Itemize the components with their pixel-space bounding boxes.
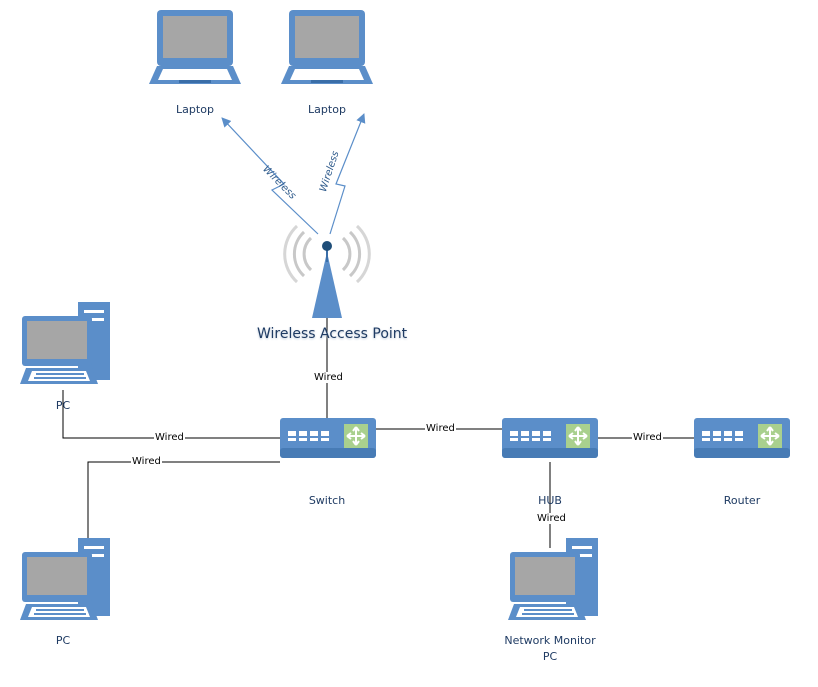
network-monitor-pc-icon: [508, 538, 598, 620]
hub-label: HUB: [538, 494, 562, 507]
wired-label-hub-router: Wired: [632, 432, 663, 443]
switch-icon: [279, 417, 377, 459]
pc-bottom-icon: [20, 538, 110, 620]
access-point-label: Wireless Access Point: [257, 326, 408, 342]
wired-label-pc-bottom: Wired: [131, 456, 162, 467]
link-pc-bottom-switch: [87, 461, 280, 540]
switch-label: Switch: [308, 494, 346, 507]
router-label: Router: [723, 494, 761, 507]
wireless-link-left: [221, 117, 319, 235]
laptop-left-label: Laptop: [176, 103, 214, 116]
network-monitor-label-line1: Network Monitor: [504, 634, 596, 647]
access-point-icon: [283, 224, 371, 318]
network-monitor-label-line2: PC: [542, 650, 558, 663]
pc-top-icon: [20, 302, 110, 384]
router-icon: [693, 417, 791, 459]
wired-label-hub-monitor: Wired: [536, 513, 567, 524]
laptop-right-label: Laptop: [308, 103, 346, 116]
link-pc-top-switch: [62, 390, 280, 439]
pc-bottom-label: PC: [55, 634, 71, 647]
wired-label-switch-hub: Wired: [425, 423, 456, 434]
laptop-left-icon: [149, 10, 241, 84]
hub-icon: [501, 417, 599, 459]
laptop-right-icon: [281, 10, 373, 84]
wired-label-ap-switch: Wired: [313, 372, 344, 383]
wireless-link-right: [329, 113, 366, 235]
pc-top-label: PC: [55, 399, 71, 412]
wired-label-pc-top: Wired: [154, 432, 185, 443]
